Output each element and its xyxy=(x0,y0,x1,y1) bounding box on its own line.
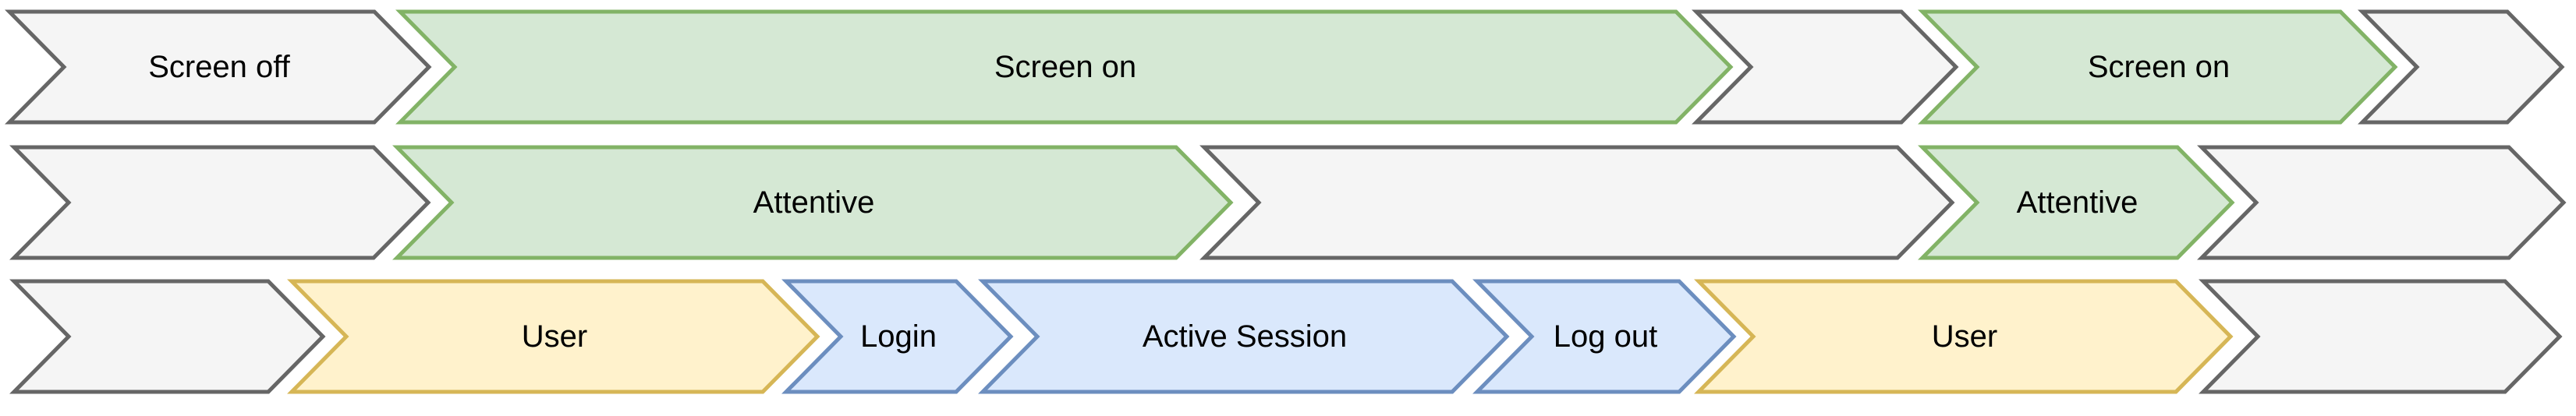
segment-label-screen-off: Screen off xyxy=(148,50,290,84)
segment-label-log-out: Log out xyxy=(1554,319,1657,354)
segment-label-attentive-2: Attentive xyxy=(2017,185,2138,220)
segment-screen-on-1 xyxy=(395,9,1734,125)
segment-user-1 xyxy=(287,279,820,394)
segment-attentive-1 xyxy=(392,145,1234,260)
segment-attention-gap-3 xyxy=(2197,145,2567,260)
segment-label-attentive-1: Attentive xyxy=(753,185,875,220)
segment-screen-on-2 xyxy=(1918,9,2398,125)
segment-session-gap-1 xyxy=(9,279,326,394)
segment-label-screen-on-2: Screen on xyxy=(2088,50,2230,84)
segment-screen-gap-1 xyxy=(1692,9,1959,125)
segment-user-2 xyxy=(1694,279,2234,394)
segment-screen-gap-2 xyxy=(2358,9,2565,125)
segment-login xyxy=(781,279,1014,394)
segment-label-active-session: Active Session xyxy=(1143,319,1347,354)
segment-label-screen-on-1: Screen on xyxy=(994,50,1136,84)
segment-screen-off xyxy=(5,9,432,125)
segment-log-out xyxy=(1472,279,1737,394)
segment-session-gap-2 xyxy=(2199,279,2563,394)
segment-label-user-2: User xyxy=(1932,319,1997,354)
segment-active-session xyxy=(978,279,1510,394)
segment-attentive-2 xyxy=(1918,145,2235,260)
segment-attention-gap-1 xyxy=(9,145,431,260)
segment-label-user-1: User xyxy=(522,319,587,354)
segment-attention-gap-2 xyxy=(1199,145,1955,260)
segment-label-login: Login xyxy=(860,319,937,354)
